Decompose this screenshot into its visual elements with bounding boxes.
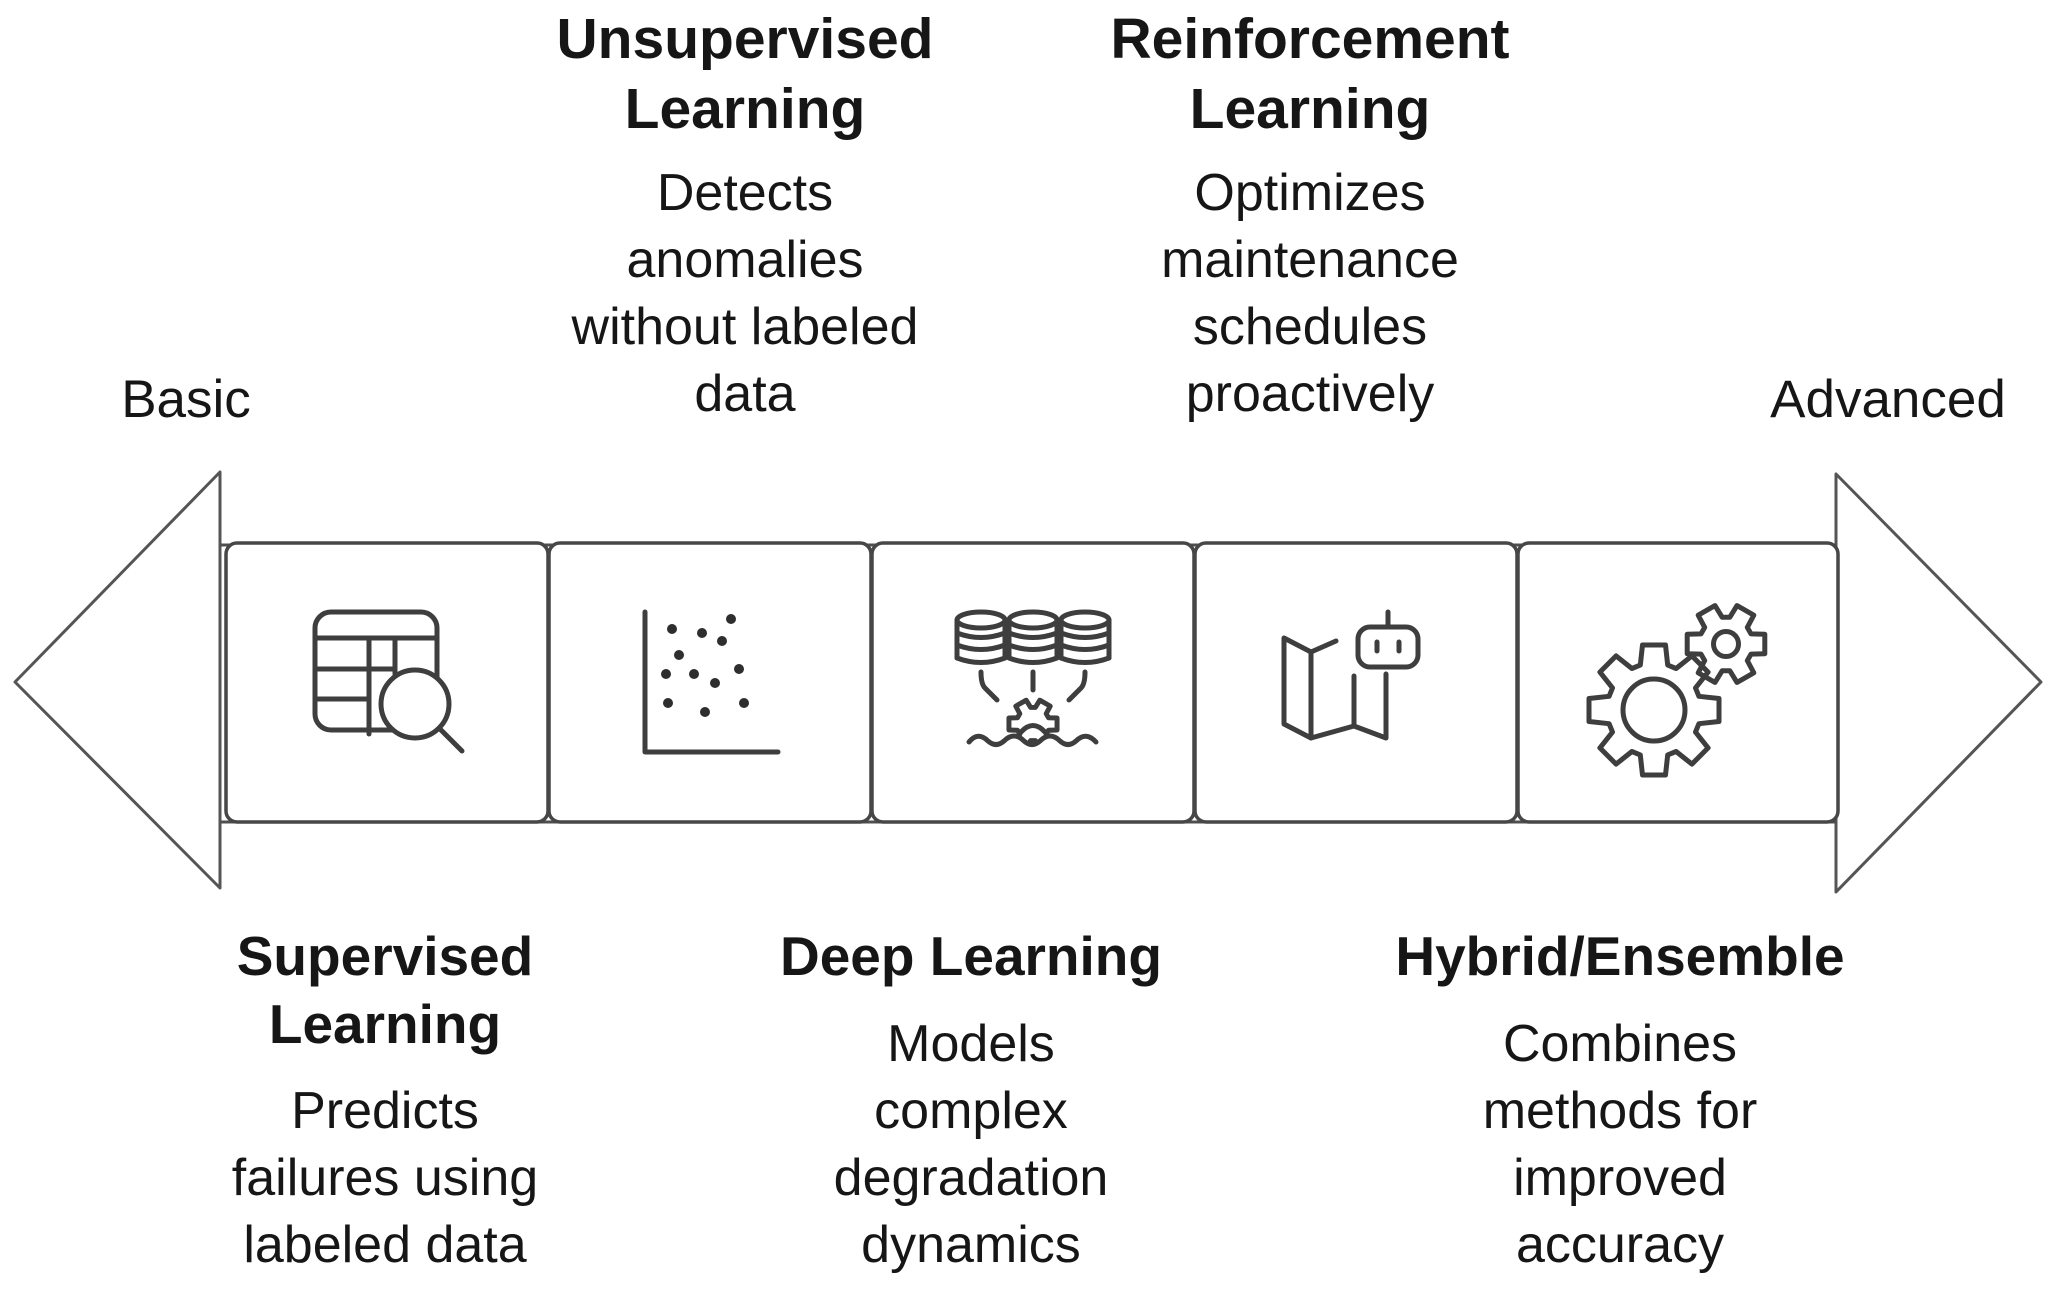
method-title-supervised-learning: Supervised Learning bbox=[236, 925, 534, 1055]
gears-icon bbox=[1586, 603, 1768, 778]
arrowhead-left bbox=[13, 470, 222, 890]
method-description-reinforcement-learning: Optimizes maintenance schedules proactiv… bbox=[1161, 164, 1459, 423]
method-title-deep-learning: Deep Learning bbox=[779, 925, 1163, 987]
method-title-reinforcement-learning: Reinforcement Learning bbox=[1110, 7, 1510, 141]
map-robot-icon bbox=[1281, 609, 1421, 741]
data-lake-icon bbox=[954, 609, 1112, 777]
method-description-supervised-learning: Predicts failures using labeled data bbox=[231, 1082, 539, 1274]
method-box-hybrid-ensemble bbox=[1516, 541, 1840, 824]
scatter-plot-icon bbox=[642, 609, 781, 755]
method-title-hybrid-ensemble: Hybrid/Ensemble bbox=[1395, 925, 1845, 987]
arrowhead-right bbox=[1834, 472, 2043, 894]
method-box-unsupervised-learning bbox=[547, 541, 873, 824]
axis-label-advanced: Advanced bbox=[1770, 370, 2006, 429]
method-description-deep-learning: Models complex degradation dynamics bbox=[833, 1015, 1109, 1274]
method-title-unsupervised-learning: Unsupervised Learning bbox=[556, 7, 934, 141]
axis-label-basic: Basic bbox=[121, 370, 251, 429]
table-search-icon bbox=[312, 609, 465, 754]
method-description-hybrid-ensemble: Combines methods for improved accuracy bbox=[1482, 1015, 1758, 1274]
method-description-unsupervised-learning: Detects anomalies without labeled data bbox=[571, 164, 919, 423]
